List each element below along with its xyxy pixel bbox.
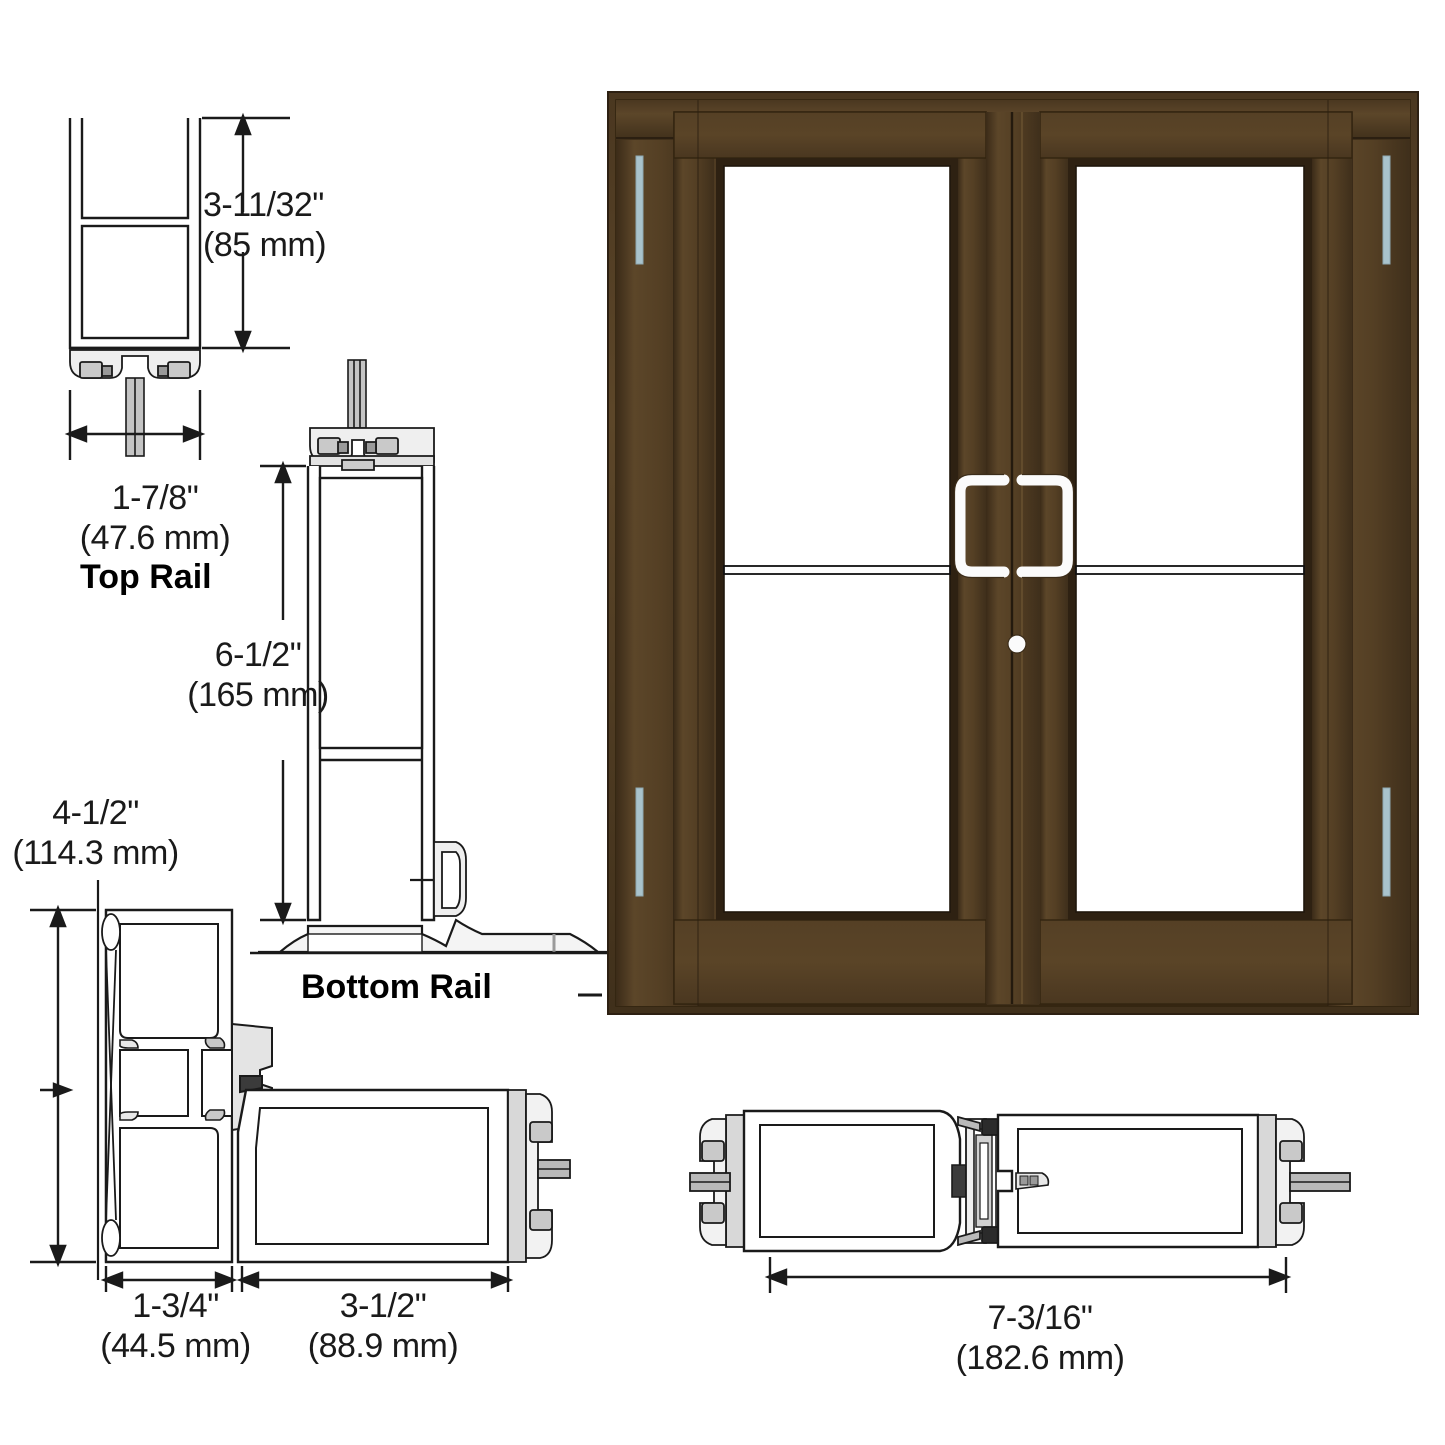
dim-meeting-stile-width: 7-3/16" (182.6 mm) [955, 1299, 1125, 1378]
technical-linework [30, 880, 571, 1292]
intermediate-rail [1075, 565, 1305, 575]
lock-cylinder-icon [1007, 634, 1027, 654]
label-top-rail: Top Rail [80, 558, 212, 596]
dim-top-rail-height: 3-11/32" (85 mm) [203, 186, 327, 265]
hinge-icon [1382, 155, 1391, 265]
technical-linework [578, 993, 602, 997]
door-pull-icon [1016, 474, 1074, 578]
door-pull-icon [954, 474, 1010, 578]
technical-linework [689, 1109, 1351, 1293]
dim-stile-width: 3-1/2" (88.9 mm) [307, 1287, 459, 1366]
jamb-and-stile-section-drawing [10, 880, 571, 1300]
technical-linework [607, 91, 1419, 1015]
technical-linework [250, 359, 630, 955]
door-pair-elevation [604, 88, 1422, 1018]
hinge-icon [635, 155, 644, 265]
dim-bottom-rail-height: 6-1/2" (165 mm) [187, 636, 329, 715]
label-bottom-rail: Bottom Rail [301, 968, 492, 1006]
top-rail-section-drawing [40, 100, 380, 460]
bottom-rail-section-drawing [250, 359, 630, 960]
dim-jamb-width: 1-3/4" (44.5 mm) [100, 1287, 251, 1366]
dim-jamb-depth: 4-1/2" (114.3 mm) [12, 794, 179, 873]
dim-top-rail-width: 1-7/8" (47.6 mm) [79, 479, 231, 558]
hinge-icon [1382, 787, 1391, 897]
meeting-stile-section-drawing [689, 1095, 1351, 1295]
elevation-baseline-tick [578, 985, 618, 1005]
technical-linework [64, 112, 290, 460]
intermediate-rail [723, 565, 951, 575]
hinge-icon [635, 787, 644, 897]
